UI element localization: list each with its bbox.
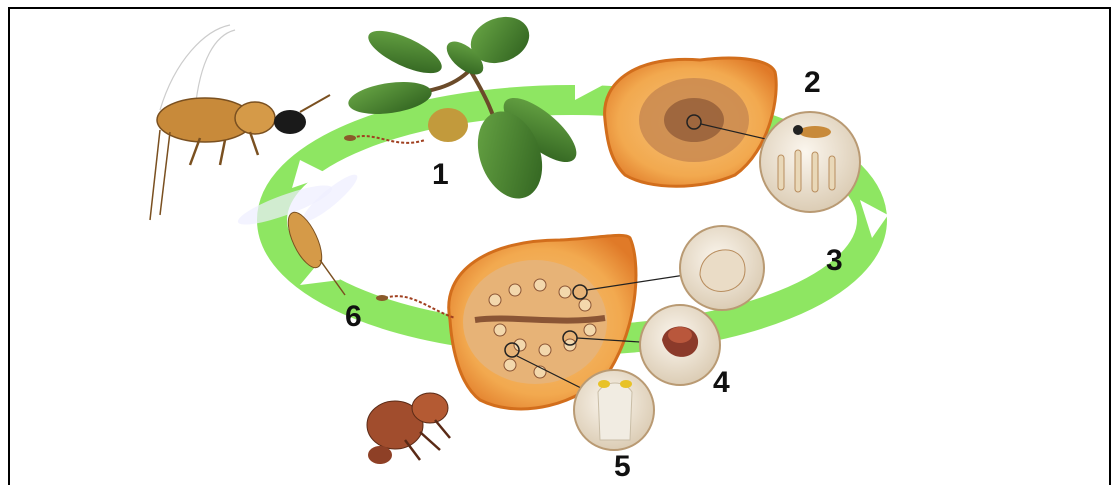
step-label-1: 1: [432, 160, 449, 190]
step-label-6: 6: [345, 302, 362, 332]
step-label-2: 2: [804, 68, 821, 98]
stage-2-fig-cross-section: [605, 58, 860, 212]
step-label-3: 3: [826, 246, 843, 276]
step-label-5: 5: [614, 452, 631, 482]
stage-3-magnified-gall: [680, 226, 764, 310]
stage-4-magnified-larva: [640, 305, 720, 385]
step-label-4: 4: [713, 368, 730, 398]
male-wingless-wasp: [367, 393, 450, 464]
stage-5-magnified-pupa: [574, 370, 654, 450]
